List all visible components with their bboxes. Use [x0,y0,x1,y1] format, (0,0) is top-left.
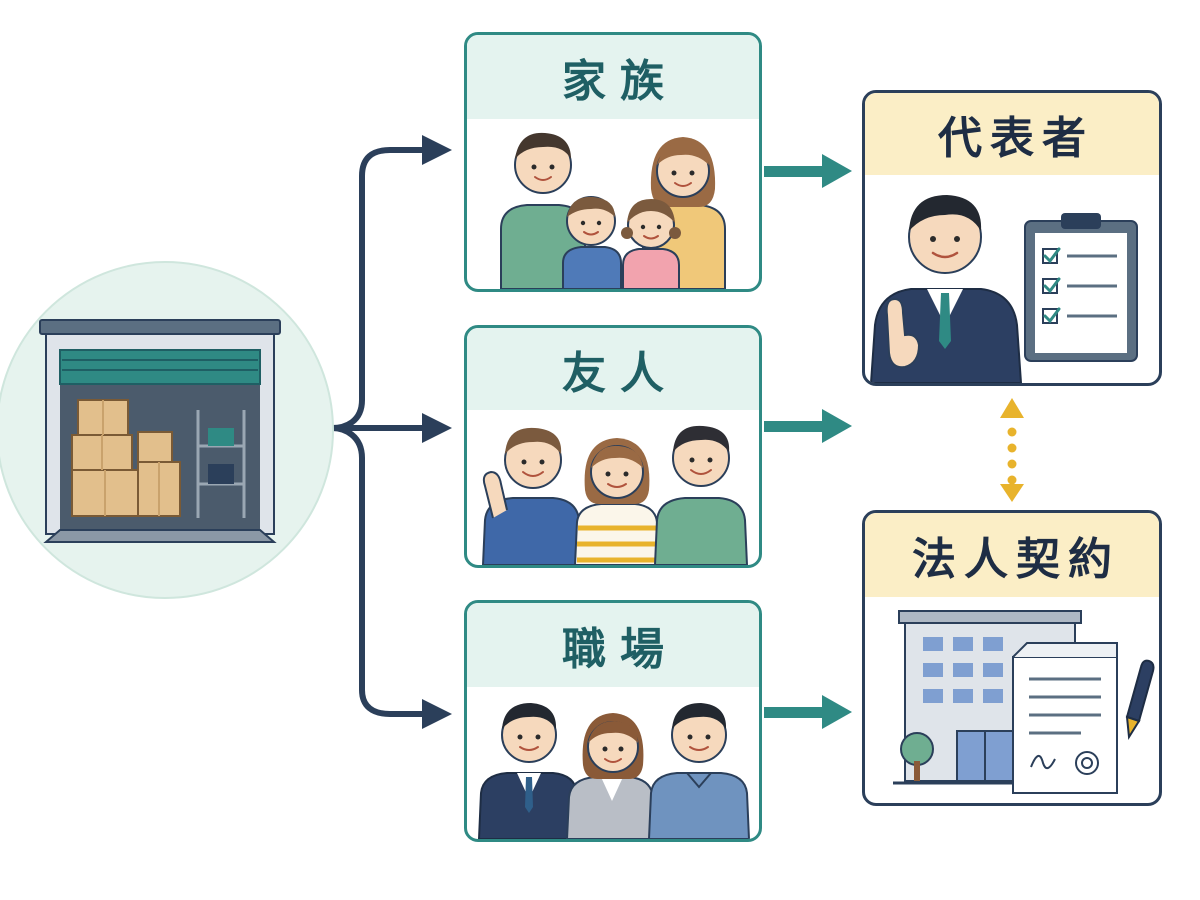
group-label-family: 家族 [562,56,678,107]
pen-icon [1125,659,1155,741]
storage-unit-icon [0,240,340,620]
group-card-workplace-title: 職場 [467,603,759,687]
contract-document-icon [1012,642,1118,794]
arrow-friends-to-outcome [764,409,852,443]
group-card-friends: 友人 [464,325,762,568]
group-card-family-title: 家族 [467,35,759,119]
representative-icon [869,195,1138,383]
family-icon [500,132,726,289]
clipboard-icon [1024,213,1138,362]
arrow-family-to-representative [764,154,852,188]
branch-connector [329,135,452,729]
dotted-link-arrow [1000,398,1024,502]
group-card-family: 家族 [464,32,762,292]
office-building-icon [893,610,1155,794]
outcome-card-representative-title: 代表者 [865,93,1159,175]
group-label-workplace: 職場 [562,624,678,675]
coworkers-icon [477,703,751,839]
outcome-label-representative: 代表者 [938,113,1094,164]
group-label-friends: 友人 [562,348,678,399]
outcome-card-corporate-contract-title: 法人契約 [865,513,1159,597]
group-card-workplace: 職場 [464,600,762,842]
outcome-card-corporate-contract: 法人契約 [862,510,1162,806]
outcome-label-corporate-contract: 法人契約 [912,534,1120,585]
outcome-card-representative: 代表者 [862,90,1162,386]
friends-icon [481,425,749,565]
group-to-outcome-arrows [764,154,852,729]
group-card-friends-title: 友人 [467,328,759,410]
arrow-workplace-to-corporate [764,695,852,729]
